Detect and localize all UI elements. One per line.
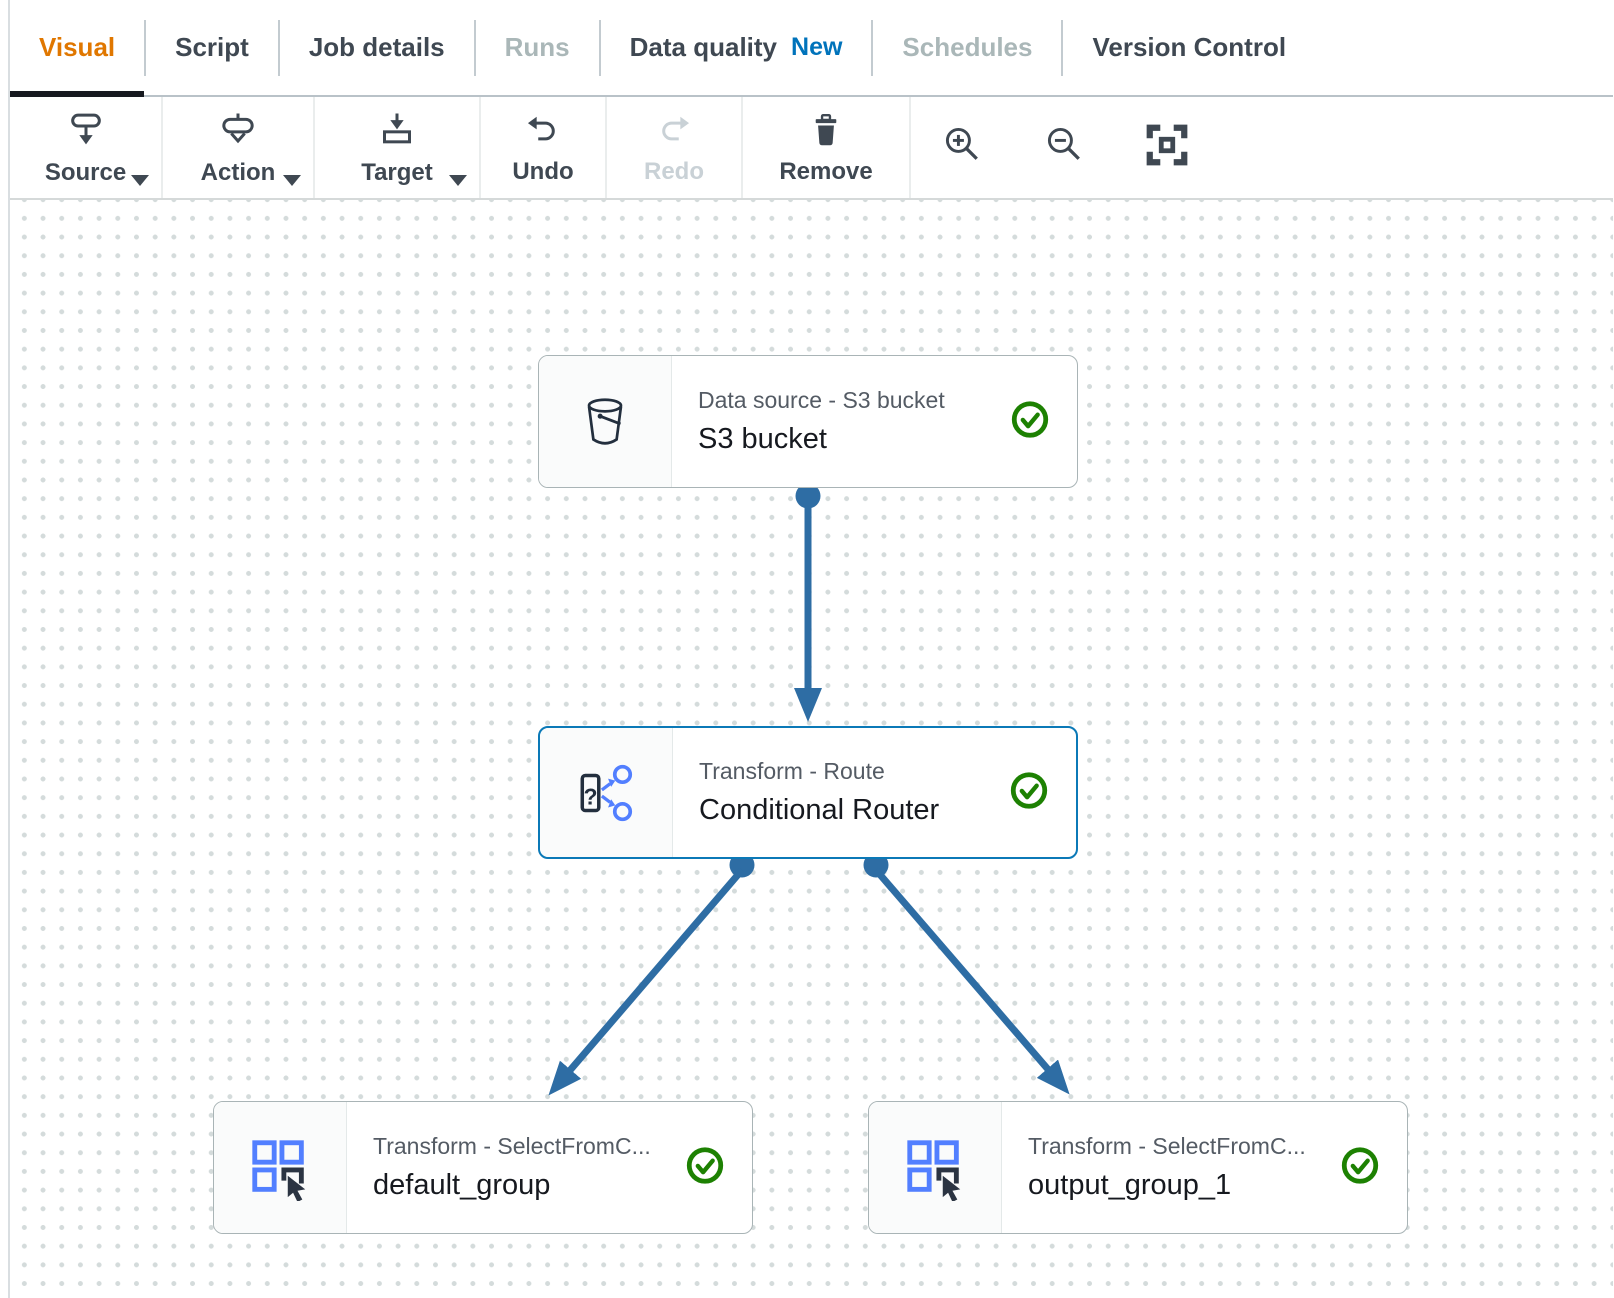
new-badge: New xyxy=(791,33,843,61)
node-title: default_group xyxy=(373,1169,551,1201)
node-text: Transform - SelectFromC... output_group_… xyxy=(1002,1102,1407,1233)
action-button-label: Action xyxy=(200,158,276,186)
redo-icon xyxy=(655,112,693,155)
green-check-icon xyxy=(1009,398,1051,445)
node-text: Transform - SelectFromC... default_group xyxy=(347,1102,752,1233)
tab-divider xyxy=(277,19,280,76)
green-check-icon xyxy=(1339,1144,1381,1191)
edge-router-to-default-group xyxy=(548,852,755,1096)
node-type-label: Data source - S3 bucket xyxy=(698,387,945,413)
tab-job-details-label: Job details xyxy=(308,32,445,62)
remove-button-label: Remove xyxy=(779,157,873,185)
tab-divider xyxy=(871,19,874,76)
add-action-button[interactable]: Action xyxy=(163,97,315,198)
node-type-label: Transform - SelectFromC... xyxy=(1028,1133,1306,1159)
node-s3-bucket[interactable]: Data source - S3 bucket S3 bucket xyxy=(538,355,1078,488)
tab-job-details[interactable]: Job details xyxy=(280,0,474,95)
svg-text:?: ? xyxy=(584,783,598,809)
tab-script-label: Script xyxy=(175,32,249,62)
trash-icon xyxy=(807,112,845,155)
green-check-icon xyxy=(1008,769,1050,816)
zoom-in-button[interactable] xyxy=(941,126,985,170)
tab-data-quality[interactable]: Data quality New xyxy=(601,0,872,95)
redo-button: Redo xyxy=(607,97,743,198)
tab-schedules-label: Schedules xyxy=(902,32,1033,62)
undo-button[interactable]: Undo xyxy=(481,97,607,198)
tab-divider xyxy=(598,19,601,76)
node-title: Conditional Router xyxy=(699,794,940,826)
fit-to-screen-icon xyxy=(1144,122,1190,173)
tab-version-control-label: Version Control xyxy=(1092,32,1287,62)
node-title: output_group_1 xyxy=(1028,1169,1232,1201)
tab-version-control[interactable]: Version Control xyxy=(1063,0,1315,95)
s3-bucket-icon xyxy=(539,356,672,487)
tab-bar: Visual Script Job details Runs Data qual… xyxy=(10,0,1613,97)
chevron-down-icon xyxy=(283,175,301,186)
add-source-button[interactable]: Source xyxy=(10,97,163,198)
edge-router-to-output-group-1 xyxy=(863,852,1070,1095)
conditional-router-icon: ? xyxy=(540,728,673,857)
node-output-group-1[interactable]: Transform - SelectFromC... output_group_… xyxy=(868,1101,1408,1234)
zoom-controls xyxy=(911,97,1613,198)
edge-s3-to-router xyxy=(794,483,822,722)
glue-studio-job-editor: Visual Script Job details Runs Data qual… xyxy=(8,0,1613,1298)
zoom-out-button[interactable] xyxy=(1043,126,1087,170)
remove-button[interactable]: Remove xyxy=(743,97,911,198)
tab-data-quality-label: Data quality xyxy=(629,32,778,62)
select-from-collection-icon xyxy=(214,1102,347,1233)
node-conditional-router[interactable]: ? Transform - Route Conditional Router xyxy=(538,726,1078,859)
target-node-icon xyxy=(377,111,417,156)
job-graph-canvas[interactable]: Data source - S3 bucket S3 bucket ? xyxy=(10,200,1613,1298)
node-title: S3 bucket xyxy=(698,423,827,455)
tab-runs-label: Runs xyxy=(504,32,570,62)
add-target-button[interactable]: Target xyxy=(315,97,481,198)
fit-to-screen-button[interactable] xyxy=(1145,124,1189,170)
zoom-out-icon xyxy=(1043,123,1087,172)
zoom-in-icon xyxy=(941,123,985,172)
node-text: Transform - Route Conditional Router xyxy=(673,728,1076,857)
green-check-icon xyxy=(684,1144,726,1191)
tab-divider xyxy=(1061,19,1064,76)
node-type-label: Transform - Route xyxy=(699,758,885,784)
target-button-label: Target xyxy=(361,158,433,186)
action-node-icon xyxy=(218,111,258,156)
tab-divider xyxy=(473,19,476,76)
canvas-toolbar: Source Action Target xyxy=(10,97,1613,200)
tab-schedules: Schedules xyxy=(873,0,1061,95)
tab-visual-label: Visual xyxy=(39,32,116,62)
tab-script[interactable]: Script xyxy=(146,0,278,95)
node-default-group[interactable]: Transform - SelectFromC... default_group xyxy=(213,1101,753,1234)
tab-runs: Runs xyxy=(476,0,599,95)
chevron-down-icon xyxy=(131,175,149,186)
undo-button-label: Undo xyxy=(512,157,574,185)
node-text: Data source - S3 bucket S3 bucket xyxy=(672,356,1077,487)
select-from-collection-icon xyxy=(869,1102,1002,1233)
source-node-icon xyxy=(66,111,106,156)
node-type-label: Transform - SelectFromC... xyxy=(373,1133,651,1159)
redo-button-label: Redo xyxy=(644,157,704,185)
source-button-label: Source xyxy=(44,158,127,186)
tab-divider xyxy=(144,19,147,76)
undo-icon xyxy=(524,112,562,155)
chevron-down-icon xyxy=(449,175,467,186)
tab-visual[interactable]: Visual xyxy=(10,0,145,97)
